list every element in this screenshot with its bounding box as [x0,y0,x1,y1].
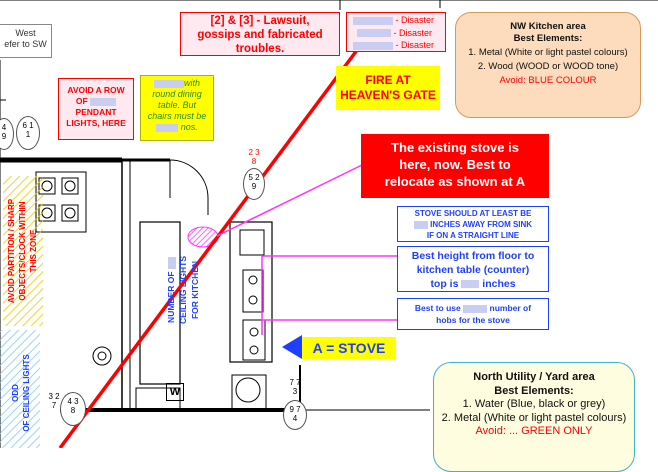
nw-kitchen-item1: 1. Metal (White or light pastel colours) [468,47,628,58]
dining-note-part1: with [183,78,200,88]
dining-note-line5: nos. [180,122,198,132]
disaster-item: - Disaster [353,39,445,52]
avoid-pendant-line1: AVOID A ROW [67,85,125,95]
north-utility-avoid: Avoid: ... GREEN ONLY [475,425,593,437]
hobs-note: Best to use number of hobs for the stove [397,298,549,330]
nw-kitchen-card: NW Kitchen area Best Elements: 1. Metal … [455,12,641,118]
disaster-item: - Disaster [353,14,445,27]
north-utility-subtitle: Best Elements: [494,384,574,397]
nw-kitchen-subtitle: Best Elements: [513,33,583,44]
north-utility-card: North Utility / Yard area Best Elements:… [433,362,635,472]
fire-label: FIRE AT HEAVEN'S GATE [336,66,440,110]
north-utility-title: North Utility / Yard area [473,371,595,383]
lawsuit-line2: gossips and fabricated [197,29,323,41]
height-line4: inches [482,278,516,290]
height-line1: Best height from floor to [411,250,535,262]
odd-lights-line1: ODD [11,384,20,402]
nw-kitchen-avoid: Avoid: BLUE COLOUR [499,75,597,86]
partition-line1: AVOID PARTITION / SHARP [7,198,16,304]
lawsuit-line3: troubles. [235,43,285,55]
west-note: West efer to SW [0,24,52,58]
height-line2: kitchen table (counter) [416,264,530,276]
disaster-list: - Disaster - Disaster - Disaster [346,12,446,52]
stair-symbol: W [166,383,184,401]
partition-note: AVOID PARTITION / SHARP OBJECTS/CLOCK WI… [6,176,44,326]
ceiling-lights-line2: CEILING LIGHTS [178,256,188,324]
stove-distance-line3: IF ON A STRAIGHT LINE [426,231,520,240]
lawsuit-note: [2] & [3] - Lawsuit, gossips and fabrica… [180,12,340,56]
avoid-pendant-line4: LIGHTS, HERE [66,118,126,128]
floor-plan [0,0,658,448]
existing-stove-line2: here, now. Best to [399,157,511,172]
stove-a-text: A = STOVE [312,340,386,356]
height-line3: top is [430,278,459,290]
stove-a-label: A = STOVE [302,337,396,359]
west-label: West [15,28,36,38]
stove-distance-note: STOVE SHOULD AT LEAST BE INCHES AWAY FRO… [397,206,549,242]
disaster-item: - Disaster [353,27,445,40]
north-utility-item1: 1. Water (Blue, black or grey) [462,398,606,410]
existing-stove-line3: relocate as shown at A [384,174,526,189]
hobs-line1: Best to use [414,303,461,313]
fire-line2: HEAVEN'S GATE [340,88,436,102]
dining-note: with round dining table. But chairs must… [140,75,214,141]
stove-distance-line1: STOVE SHOULD AT LEAST BE [414,209,532,218]
avoid-pendant-note: AVOID A ROW OF PENDANT LIGHTS, HERE [58,78,134,140]
ceiling-lights-line3: FOR KITCHEN [190,260,200,320]
nw-kitchen-item2: 2. Wood (WOOD or WOOD tone) [477,61,619,72]
hobs-line2: number of [489,303,532,313]
dining-note-line3: table. But [157,100,197,110]
odd-lights-note: ODD OF CEILING LIGHTS [10,338,36,448]
north-utility-item2: 2. Metal (White or light pastel colours) [441,411,627,424]
dining-note-line2: round dining [152,89,202,99]
stove-distance-line2: INCHES AWAY FROM SINK [430,220,533,229]
hobs-line3: hobs for the stove [436,315,510,325]
dining-note-line4: chairs must be [147,111,207,121]
nw-kitchen-title: NW Kitchen area [510,21,586,32]
avoid-pendant-line2: OF [75,96,88,106]
existing-stove-callout: The existing stove is here, now. Best to… [361,134,549,198]
west-refer-label: efer to SW [4,39,47,49]
odd-lights-line2: OF CEILING LIGHTS [22,354,31,432]
partition-line2: OBJECTS/CLOCK WITHIN [18,201,27,301]
existing-stove-line1: The existing stove is [391,140,519,155]
fire-line1: FIRE AT [365,73,411,87]
counter-height-note: Best height from floor to kitchen table … [397,246,549,292]
ceiling-lights-line1: NUMBER OF [166,271,176,323]
avoid-pendant-line3: PENDANT [75,107,117,117]
partition-line3: THIS ZONE [29,229,38,273]
lawsuit-line1: [2] & [3] - Lawsuit, [210,15,310,27]
ceiling-lights-label: NUMBER OF CEILING LIGHTS FOR KITCHEN [165,238,205,342]
